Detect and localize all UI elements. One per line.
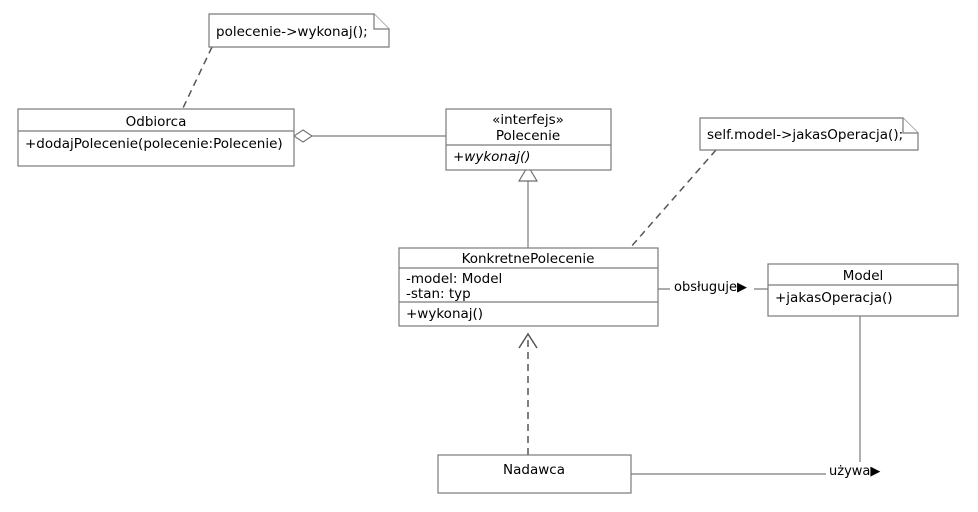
class-odbiorca[interactable]: Odbiorca +dodajPolecenie(polecenie:Polec… [17,108,295,167]
note-leader-jakasoperacja [629,149,717,249]
relation-aggregation-odbiorca-polecenie [292,129,446,143]
class-model[interactable]: Model +jakasOperacja() [767,263,959,317]
class-konkretnepolecenie-name: KonkretnePolecenie [462,251,595,267]
class-polecenie-operation-0: +wykonaj() [453,149,531,165]
note-wykonaj-text: polecenie->wykonaj(); [216,24,368,40]
note-jakasoperacja: self.model->jakasOperacja(); [699,117,919,151]
class-konkretnepolecenie-attribute-1: -stan: typ [406,286,471,302]
class-konkretnepolecenie-attribute-0: -model: Model [406,271,502,287]
class-model-operation-0: +jakasOperacja() [775,290,893,306]
class-polecenie-stereotype: «interfejs» [492,112,564,128]
edge-label-obsluguje-group: obsługuje▶ [670,278,754,296]
note-leader-wykonaj [182,46,213,109]
note-wykonaj: polecenie->wykonaj(); [208,13,390,48]
class-nadawca[interactable]: Nadawca [437,454,632,494]
class-odbiorca-operation-0: +dodajPolecenie(polecenie:Polecenie) [25,136,283,152]
class-odbiorca-name: Odbiorca [126,114,187,130]
class-polecenie[interactable]: «interfejs» Polecenie +wykonaj() [445,108,612,171]
class-model-name: Model [843,268,884,284]
relation-dependency-nadawca-konkretnepolecenie [518,332,538,455]
class-nadawca-name: Nadawca [503,462,565,478]
class-polecenie-name: Polecenie [496,128,560,144]
class-konkretnepolecenie[interactable]: KonkretnePolecenie -model: Model -stan: … [398,247,659,327]
note-jakasoperacja-text: self.model->jakasOperacja(); [707,127,903,143]
edge-label-obsluguje: obsługuje▶ [674,280,747,295]
relation-realization-konkretnepolecenie-polecenie [517,164,539,248]
edge-label-uzywa: używa▶ [829,464,880,479]
edge-label-uzywa-group: używa▶ [826,462,888,480]
class-konkretnepolecenie-operation-0: +wykonaj() [406,306,483,322]
relation-association-nadawca-model [631,316,861,475]
